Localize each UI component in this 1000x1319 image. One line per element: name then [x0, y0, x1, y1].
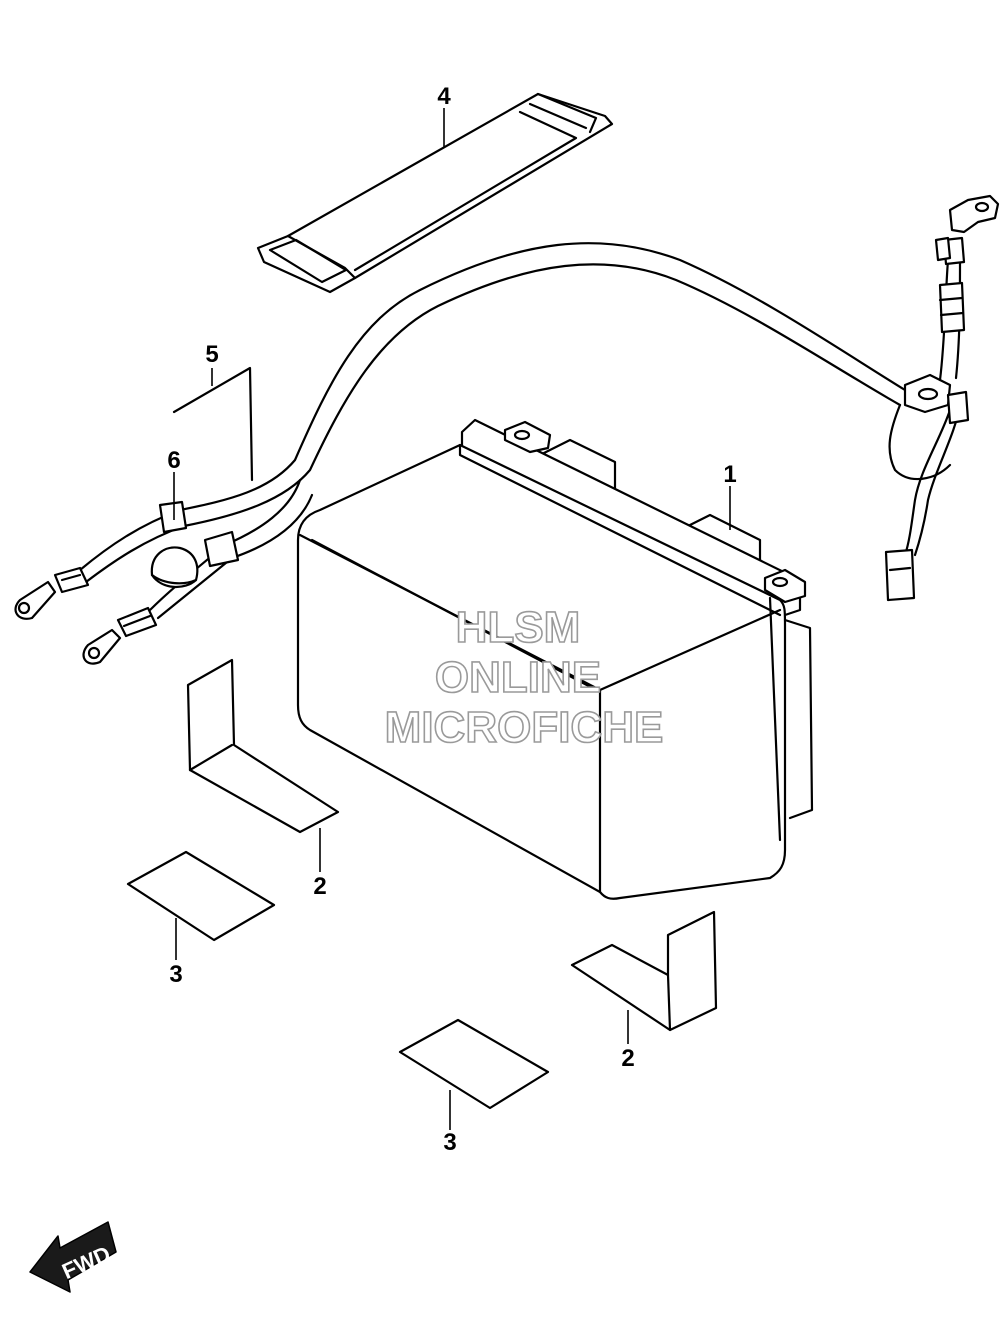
- spacer-left: [186, 658, 340, 834]
- fwd-arrow-icon: FWD: [29, 1221, 117, 1293]
- callout-battery: 1: [723, 461, 736, 488]
- part-5-label-bracket: [172, 366, 254, 482]
- watermark-line-2: ONLINE: [435, 653, 601, 702]
- callout-strap: 4: [437, 83, 451, 110]
- callout-pad-left: 3: [169, 961, 182, 988]
- watermark: HLSM ONLINE MICROFICHE: [384, 602, 664, 753]
- spacer-right: [570, 910, 718, 1032]
- battery-strap: [256, 92, 614, 294]
- pad-right: [398, 1018, 550, 1110]
- callout-spacer-right: 2: [621, 1045, 634, 1072]
- watermark-line-1: HLSM: [456, 603, 581, 652]
- terminal-cover-cap: [150, 546, 199, 588]
- callout-cable: 5: [205, 341, 218, 368]
- watermark-line-3: MICROFICHE: [385, 703, 664, 752]
- pad-left: [126, 850, 276, 942]
- callout-spacer-left: 2: [313, 873, 326, 900]
- battery: [296, 418, 814, 900]
- battery-cable-harness: [178, 194, 1000, 602]
- callout-cap: 6: [167, 447, 180, 474]
- callout-pad-right: 3: [443, 1129, 456, 1156]
- cable-terminals-left: [14, 500, 240, 665]
- leader-lines: [173, 108, 731, 1130]
